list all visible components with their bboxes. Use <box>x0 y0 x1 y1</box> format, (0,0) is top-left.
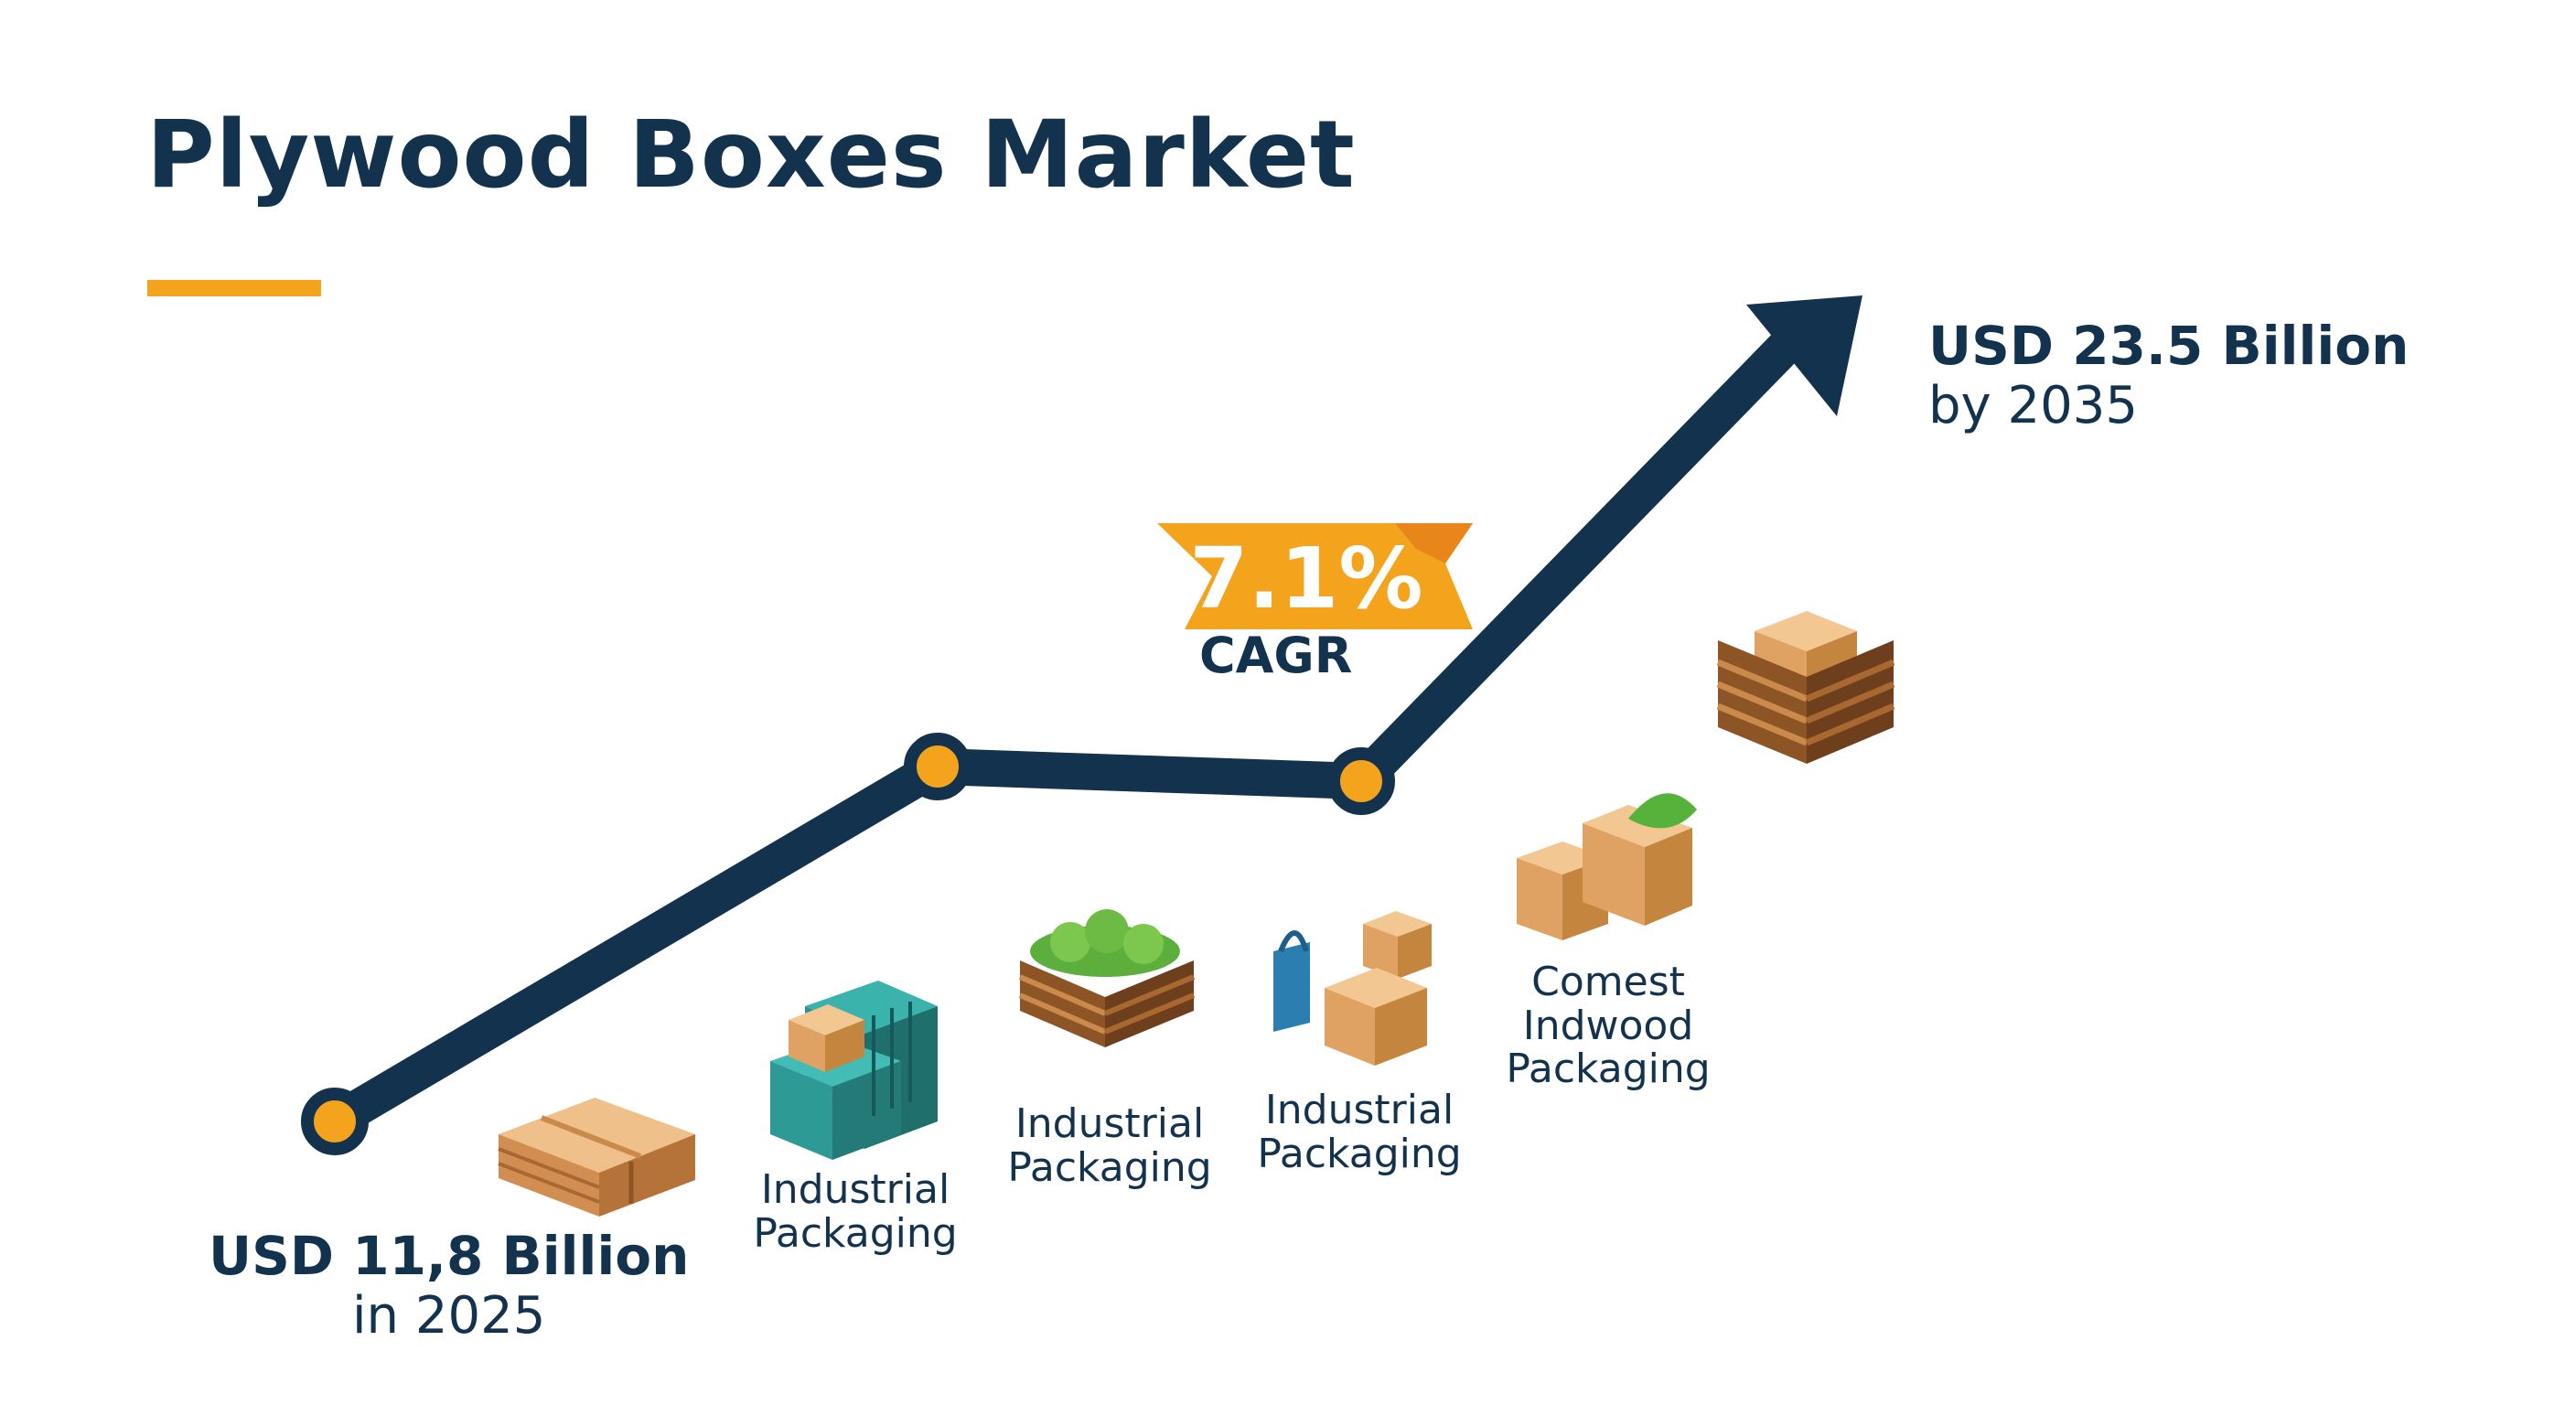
boxes-with-bag-icon <box>1273 911 1432 1066</box>
segment-label-3: Industrial Packaging <box>1257 1087 1462 1177</box>
marker-mid-1 <box>904 733 971 800</box>
start-value-label: USD 11,8 Billion in 2025 <box>209 1226 689 1346</box>
data-point-markers <box>301 733 1395 1155</box>
produce-crate-icon <box>1018 909 1196 1047</box>
title-underline <box>147 280 321 296</box>
shipping-container-icon <box>770 981 938 1160</box>
cagr-label: CAGR <box>1199 627 1353 684</box>
wooden-plank-boxes-icon <box>498 1098 695 1217</box>
marker-mid-2 <box>1327 747 1395 815</box>
cagr-ribbon: 7.1% <box>1157 523 1473 629</box>
boxes-with-leaf-icon <box>1517 793 1697 940</box>
segment-label-1: Industrial Packaging <box>753 1166 958 1257</box>
segment-label-4: Comest Indwood Packaging <box>1506 959 1711 1093</box>
end-value-label: USD 23.5 Billion by 2035 <box>1928 316 2409 435</box>
segment-label-2: Industrial Packaging <box>1007 1100 1212 1191</box>
page-title: Plywood Boxes Market <box>146 101 1356 209</box>
crate-with-box-icon <box>1716 611 1895 764</box>
marker-2025 <box>301 1088 369 1155</box>
end-value-amount: USD 23.5 Billion <box>1928 315 2410 377</box>
start-value-amount: USD 11,8 Billion <box>209 1225 690 1287</box>
growth-arrow-head-icon <box>1746 295 1862 416</box>
start-value-year: in 2025 <box>352 1285 546 1346</box>
cagr-value: 7.1% <box>1189 530 1422 627</box>
growth-line <box>317 295 1862 1140</box>
end-value-year: by 2035 <box>1928 375 2139 435</box>
